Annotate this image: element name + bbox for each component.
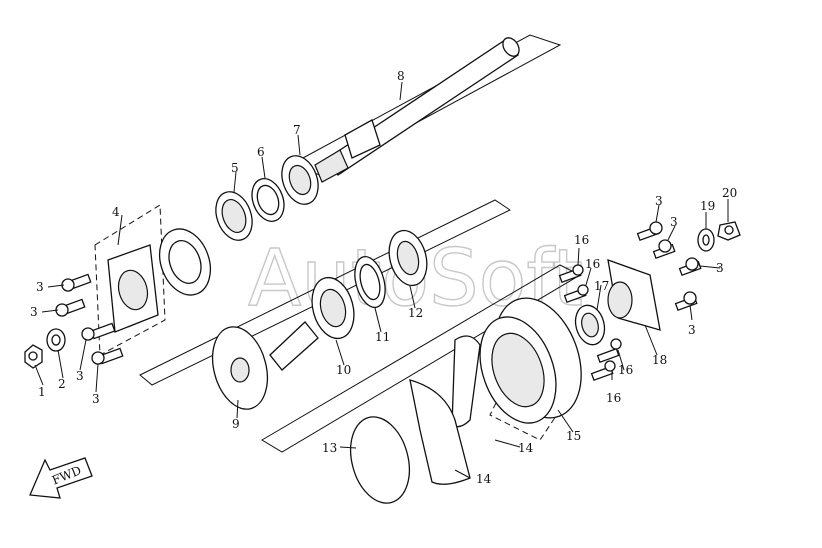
callout-2: 2 xyxy=(58,377,66,391)
nut-20 xyxy=(717,221,741,241)
oil-seal-17 xyxy=(574,304,606,346)
oil-seal-5 xyxy=(215,191,253,241)
bevel-gear-9 xyxy=(211,321,319,410)
bearing-cage-6 xyxy=(251,178,285,222)
bolt-16-b xyxy=(563,284,589,304)
bearing-12 xyxy=(388,229,428,287)
bearing-7 xyxy=(281,155,319,205)
callout-3-g: 3 xyxy=(716,261,724,275)
gear-outline-box xyxy=(139,199,512,386)
bolt-right-3 xyxy=(678,257,702,277)
callout-3-h: 3 xyxy=(688,323,696,337)
callout-5: 5 xyxy=(231,161,239,175)
callout-9: 9 xyxy=(232,417,240,431)
washer-19 xyxy=(697,228,715,252)
callout-20: 20 xyxy=(722,186,737,200)
callout-6: 6 xyxy=(257,145,265,159)
callout-3-a: 3 xyxy=(76,369,84,383)
bolt-16-a xyxy=(558,264,584,284)
bolt-left-2 xyxy=(55,298,86,317)
callout-18: 18 xyxy=(652,353,667,367)
bolt-right-1 xyxy=(636,221,663,242)
callout-3-f: 3 xyxy=(670,215,678,229)
seal-ring xyxy=(158,228,212,296)
fwd-arrow-icon: FWD xyxy=(29,457,93,499)
bolt-left-1 xyxy=(61,273,92,292)
callout-16-a: 16 xyxy=(574,233,589,247)
callout-8: 8 xyxy=(397,69,405,83)
callout-13: 13 xyxy=(322,441,337,455)
callout-16-d: 16 xyxy=(606,391,621,405)
nut-1 xyxy=(24,344,43,369)
bearing-10 xyxy=(311,276,355,340)
bolt-right-4 xyxy=(674,291,698,312)
bolt-left-3 xyxy=(81,322,116,341)
callout-7: 7 xyxy=(293,123,301,137)
callout-1: 1 xyxy=(38,385,46,399)
output-flange-18 xyxy=(607,259,661,331)
washer-2 xyxy=(46,328,66,352)
callout-15: 15 xyxy=(566,429,581,443)
callout-10: 10 xyxy=(336,363,351,377)
callout-3-d: 3 xyxy=(92,392,100,406)
callout-4: 4 xyxy=(112,205,120,219)
flange-dashed-box xyxy=(94,204,166,356)
callout-19: 19 xyxy=(700,199,715,213)
callout-16-c: 16 xyxy=(618,363,633,377)
gear-housing-15 xyxy=(479,297,582,424)
callout-16-b: 16 xyxy=(585,257,600,271)
callout-labels: 1 2 3 3 3 3 4 5 6 7 8 9 10 11 12 13 14 1… xyxy=(30,69,737,486)
flange-4 xyxy=(107,244,159,333)
callout-3-e: 3 xyxy=(655,194,663,208)
callout-14-upper: 14 xyxy=(518,441,534,455)
drive-shaft xyxy=(314,37,520,183)
callout-3-b: 3 xyxy=(36,280,44,294)
bolt-16-c xyxy=(596,338,622,364)
callout-3-c: 3 xyxy=(30,305,38,319)
bolt-left-4 xyxy=(91,347,124,365)
leader-lines xyxy=(34,81,729,479)
needle-bearing-11 xyxy=(354,255,386,309)
callout-12: 12 xyxy=(408,306,423,320)
o-ring-13 xyxy=(350,416,410,504)
bolt-right-2 xyxy=(652,239,676,260)
callout-11: 11 xyxy=(375,330,390,344)
shim-14-upper xyxy=(451,335,481,428)
callout-14-lower: 14 xyxy=(476,472,492,486)
bolt-16-d xyxy=(590,360,616,382)
callout-17: 17 xyxy=(594,279,609,293)
